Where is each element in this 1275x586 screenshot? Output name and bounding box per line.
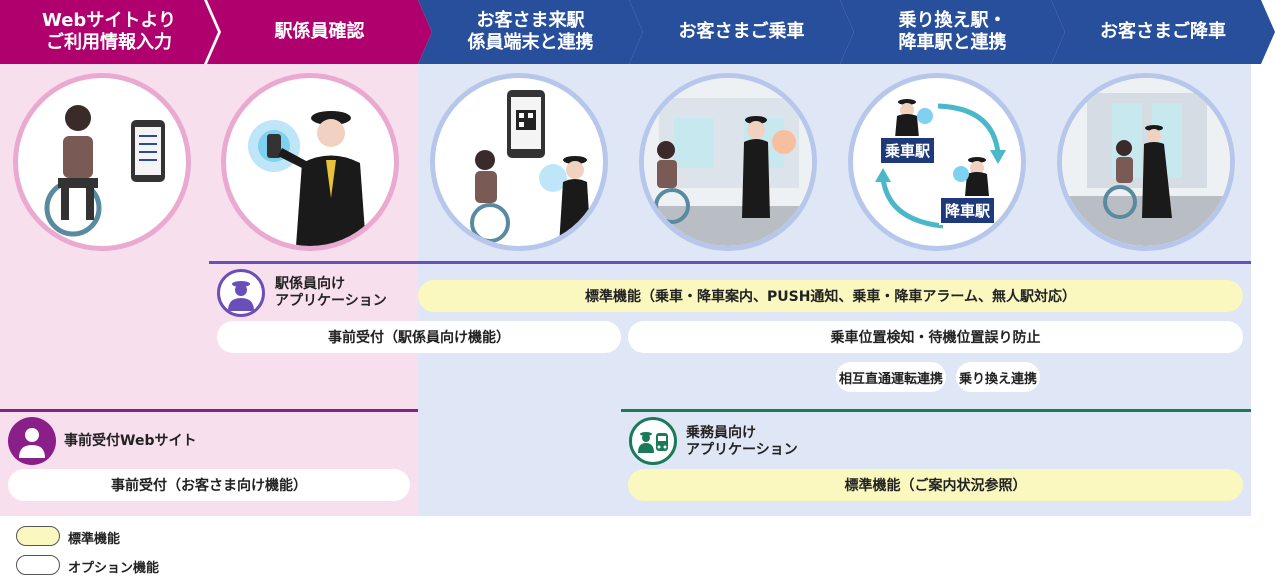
staff-app-transfer: 乗り換え連携	[956, 362, 1040, 392]
step-6: お客さまご降車	[1051, 0, 1275, 64]
staff-app-divider	[209, 261, 1251, 264]
step-3-label: お客さま来駅 係員端末と連携	[467, 10, 594, 53]
crew-app-standard-feature: 標準機能（ご案内状況参照）	[628, 469, 1243, 501]
staff-app-standard-feature: 標準機能（乗車・降車案内、PUSH通知、乗車・降車アラーム、無人駅対応）	[418, 280, 1243, 312]
scene-staff-check	[221, 73, 399, 251]
alighting-station-tag: 降車駅	[939, 196, 997, 225]
legend-standard-label: 標準機能	[68, 532, 121, 547]
staff-app-pre-reception: 事前受付（駅係員向け機能）	[217, 321, 621, 353]
crew-app-label: 乗務員向け アプリケーション	[686, 425, 798, 458]
staff-app-position-detection: 乗車位置検知・待機位置誤り防止	[628, 321, 1243, 353]
step-6-label: お客さまご降車	[1100, 21, 1226, 42]
step-3: お客さま来駅 係員端末と連携	[418, 0, 643, 64]
step-2-label: 駅係員確認	[274, 21, 365, 42]
person-icon	[8, 417, 56, 465]
process-steps: Webサイトより ご利用情報入力 駅係員確認 お客さま来駅 係員端末と連携 お客…	[0, 0, 1275, 64]
step-1: Webサイトより ご利用情報入力	[0, 0, 218, 64]
step-2: 駅係員確認	[207, 0, 432, 64]
legend-option-label: オプション機能	[68, 561, 160, 576]
step-4: お客さまご乗車	[629, 0, 854, 64]
step-4-label: お客さまご乗車	[678, 21, 805, 42]
crew-train-icon	[629, 417, 677, 465]
station-staff-icon	[217, 269, 265, 317]
staff-app-label: 駅係員向け アプリケーション	[275, 276, 387, 309]
legend-option-swatch	[16, 555, 60, 575]
scene-alighting	[1057, 73, 1235, 251]
staff-app-through-service: 相互直通運転連携	[836, 362, 946, 392]
web-pre-reception: 事前受付（お客さま向け機能）	[8, 469, 410, 501]
scene-transfer-sync: 乗車駅 降車駅	[848, 73, 1026, 251]
step-1-label: Webサイトより ご利用情報入力	[42, 10, 176, 53]
web-divider	[0, 409, 418, 412]
legend-standard-swatch	[16, 526, 60, 546]
scene-arrival-sync	[430, 73, 608, 251]
crew-app-divider	[621, 409, 1251, 412]
step-5: 乗り換え駅・ 降車駅と連携	[840, 0, 1065, 64]
step-5-label: 乗り換え駅・ 降車駅と連携	[898, 10, 1007, 53]
boarding-station-tag: 乗車駅	[879, 136, 937, 165]
scene-boarding	[639, 73, 817, 251]
scene-wheelchair-web-entry	[13, 73, 191, 251]
web-label: 事前受付Webサイト	[64, 433, 197, 449]
